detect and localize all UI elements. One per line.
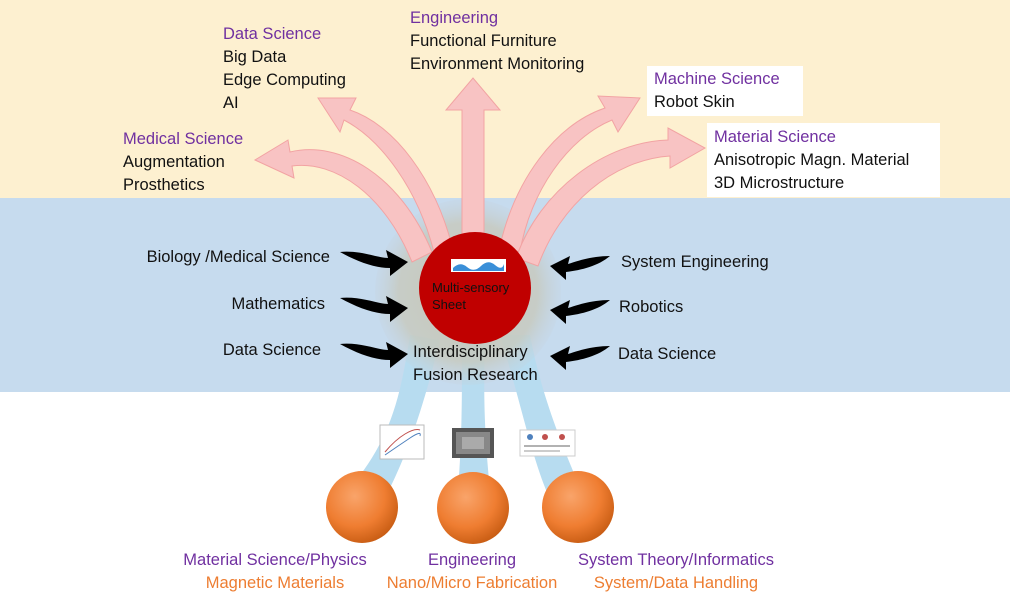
sheet-logo [451, 259, 506, 272]
input-left-mathematics: Mathematics [231, 295, 325, 313]
medical-item-prosthetics: Prosthetics [123, 176, 205, 194]
fusion-caption-line1: Interdisciplinary [413, 343, 528, 361]
thumbnail-graph [379, 424, 425, 460]
data-science-group: Data Science Big Data Edge Computing AI [223, 23, 346, 115]
arrow-to-medical-science [253, 139, 433, 263]
foundation-system-theory: System Theory/Informatics System/Data Ha… [566, 549, 786, 595]
foundation-engineering-subtitle: Nano/Micro Fabrication [386, 574, 558, 592]
medical-item-augmentation: Augmentation [123, 153, 225, 171]
foundation-material-physics-title: Material Science/Physics [183, 551, 367, 569]
data-item-big-data: Big Data [223, 48, 287, 66]
machine-science-box [647, 66, 803, 116]
arrow-to-material-science [515, 127, 707, 267]
thumbnail-chip [452, 428, 494, 458]
engineering-item-environment-monitoring: Environment Monitoring [410, 55, 585, 73]
medical-science-title: Medical Science [123, 130, 244, 148]
material-item-anisotropic: Anisotropic Magn. Material [714, 151, 910, 169]
foundation-system-theory-subtitle: System/Data Handling [593, 574, 759, 592]
arrow-to-engineering [444, 77, 502, 241]
engineering-group: Engineering Functional Furniture Environ… [410, 7, 584, 76]
input-arrows-right [550, 256, 610, 370]
foundation-engineering: Engineering Nano/Micro Fabrication [372, 549, 572, 595]
multi-sensory-sheet-label: Multi-sensory Sheet [432, 280, 510, 312]
arrow-to-machine-science [499, 95, 641, 253]
foundation-system-theory-title: System Theory/Informatics [578, 551, 774, 569]
material-science-title: Material Science [714, 128, 836, 146]
input-left-data-science: Data Science [222, 341, 321, 359]
foundation-material-physics-subtitle: Magnetic Materials [205, 574, 345, 592]
input-right-robotics: Robotics [619, 298, 684, 316]
material-science-box [707, 123, 940, 197]
data-item-edge-computing: Edge Computing [223, 71, 346, 89]
foundation-material-physics: Material Science/Physics Magnetic Materi… [170, 549, 380, 595]
arrow-to-data-science [317, 97, 453, 253]
data-item-ai: AI [223, 94, 239, 112]
material-science-group: Material Science Anisotropic Magn. Mater… [714, 126, 909, 195]
foundation-engineering-title: Engineering [427, 551, 517, 569]
sphere-material-physics [326, 471, 398, 543]
fusion-caption-line2: Fusion Research [413, 366, 538, 384]
material-item-3d-microstructure: 3D Microstructure [714, 174, 845, 192]
fusion-caption: Interdisciplinary Fusion Research [413, 341, 538, 387]
machine-item-robot-skin: Robot Skin [654, 93, 735, 111]
engineering-item-functional-furniture: Functional Furniture [410, 32, 557, 50]
outcome-arrows [253, 77, 707, 267]
thumbnail-schematic [519, 429, 576, 457]
data-science-title: Data Science [223, 25, 322, 43]
engineering-title: Engineering [410, 9, 499, 27]
sphere-system-theory [542, 471, 614, 543]
input-right-data-science: Data Science [618, 345, 717, 363]
machine-science-title: Machine Science [654, 70, 780, 88]
input-right-system-engineering: System Engineering [621, 253, 769, 271]
sphere-engineering [437, 472, 509, 544]
input-arrows-left [340, 250, 408, 368]
medical-science-group: Medical Science Augmentation Prosthetics [123, 128, 243, 197]
machine-science-group: Machine Science Robot Skin [654, 68, 780, 114]
input-left-biology: Biology /Medical Science [146, 248, 330, 266]
